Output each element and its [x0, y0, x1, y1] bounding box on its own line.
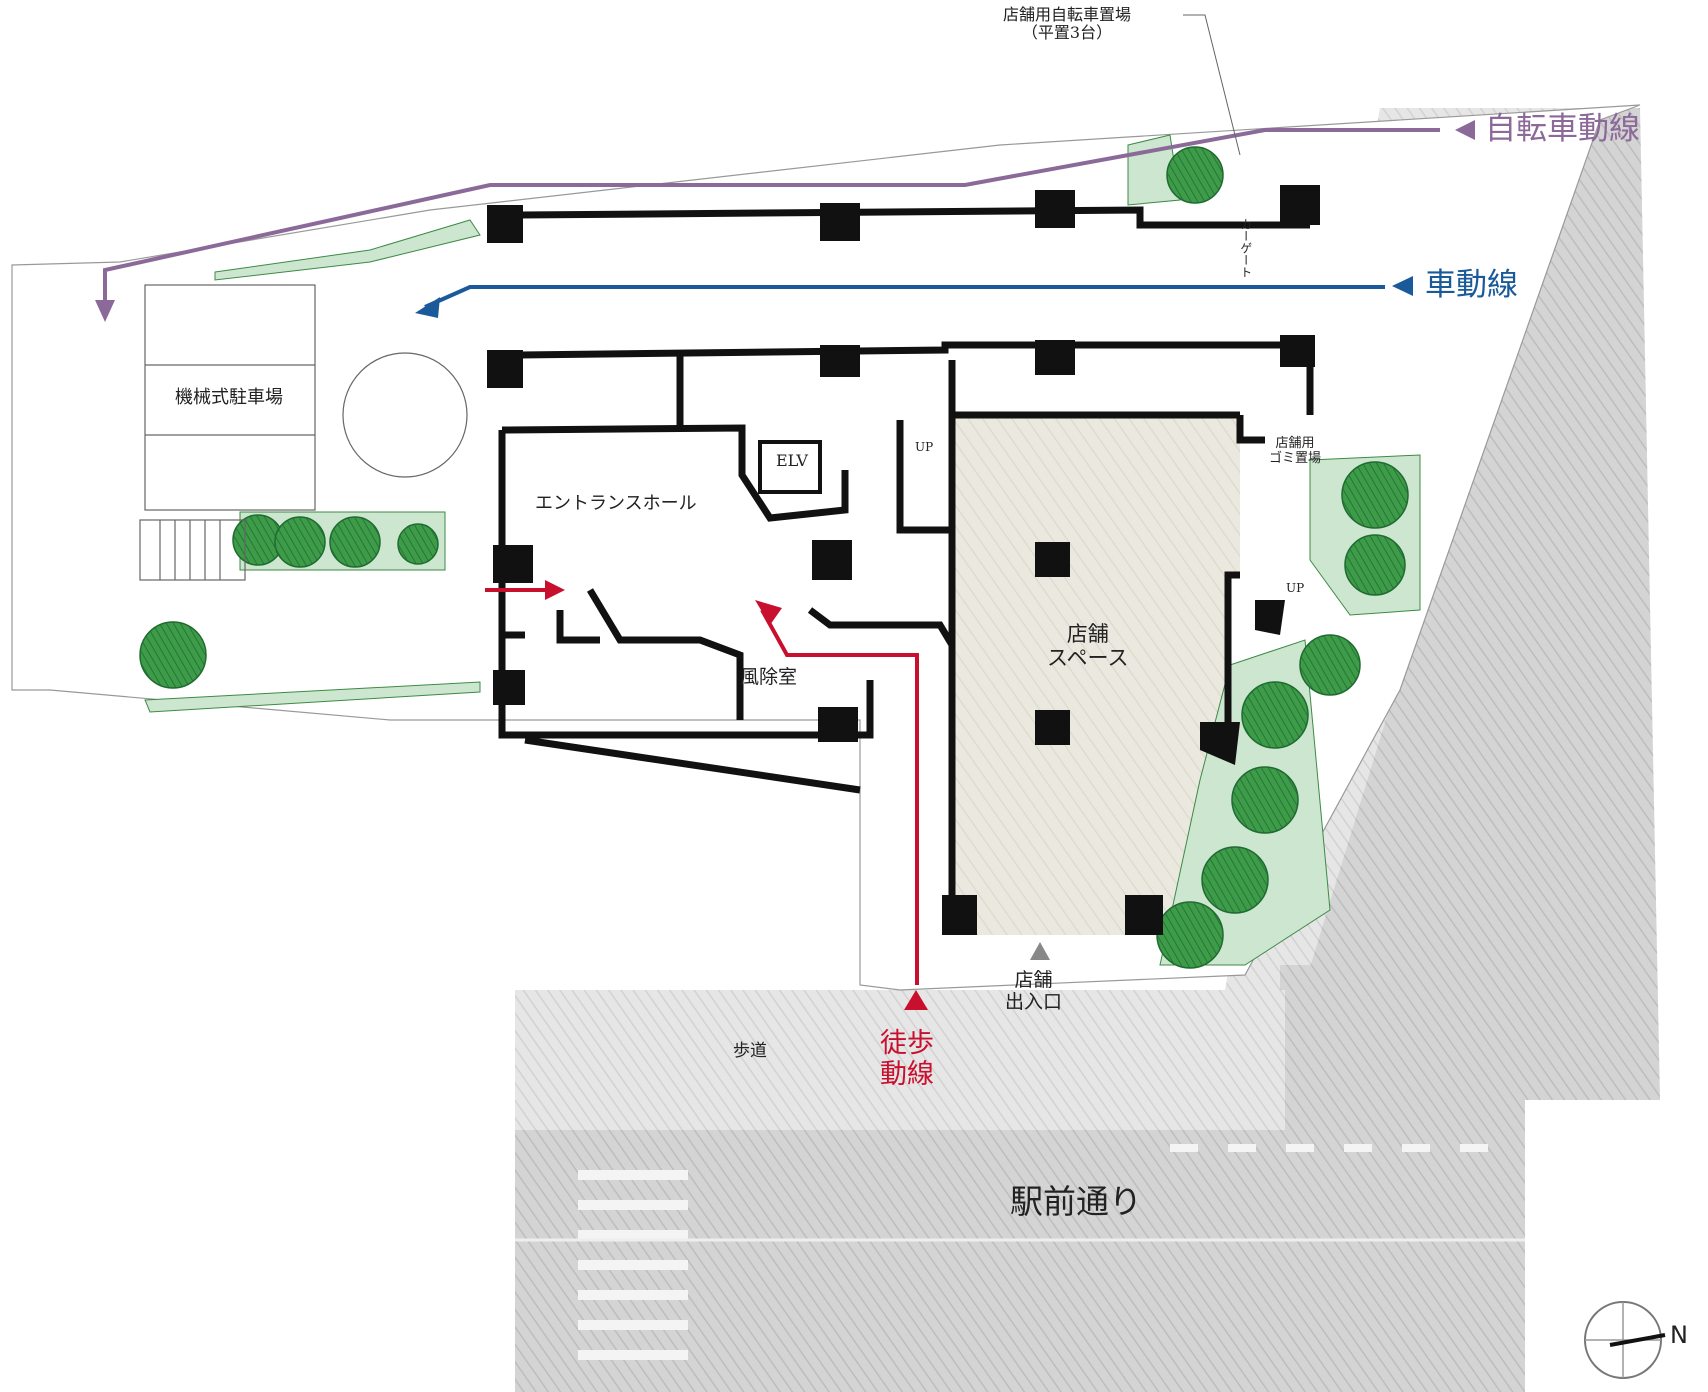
pedestrian-route-arrowhead-2	[545, 580, 565, 600]
car-route	[424, 285, 1385, 309]
shop-space-label-line2: スペース	[1047, 646, 1129, 671]
stairs-up-label-left: UP	[915, 440, 934, 454]
bicycle-route-arrowhead	[95, 300, 115, 322]
lane-markings	[578, 1144, 1488, 1360]
street-label: 駅前通り	[1010, 1182, 1142, 1221]
shop-entrance-label-line2: 出入口	[1005, 990, 1063, 1013]
pedestrian-route-legend: 徒歩 動線	[880, 1028, 934, 1090]
bike-parking-label-line2: （平置3台）	[1021, 23, 1113, 43]
shop-garbage-label: 店舗用 ゴミ置場	[1269, 436, 1322, 467]
shop-entrance-label-line1: 店舗	[1014, 969, 1053, 991]
car-gate-label: カーゲート	[1238, 218, 1253, 278]
shop-space-label-line1: 店舗	[1066, 622, 1109, 646]
shop-space-floor	[952, 415, 1240, 935]
car-route-arrowhead	[415, 297, 440, 318]
north-label: N	[1670, 1321, 1688, 1349]
shop-space-label: 店舗 スペース	[1047, 622, 1128, 670]
bike-parking-label: 店舗用自転車置場 （平置3台）	[1003, 5, 1132, 43]
bicycle-legend-marker	[1455, 120, 1475, 140]
trees	[139, 146, 1409, 969]
sidewalk-label: 歩道	[733, 1041, 767, 1061]
bike-parking-label-line1: 店舗用自転車置場	[1003, 5, 1132, 24]
car-legend-marker	[1392, 276, 1413, 296]
pedestrian-route-legend-line1: 徒歩	[880, 1028, 934, 1059]
pedestrian-route-legend-line2: 動線	[880, 1059, 934, 1091]
shop-garbage-label-line1: 店舗用	[1275, 436, 1315, 451]
structural-columns	[487, 185, 1320, 935]
pedestrian-legend-marker	[904, 990, 928, 1010]
north-compass	[1584, 1301, 1666, 1379]
shop-entrance-label: 店舗 出入口	[1005, 969, 1063, 1014]
bike-parking-leader	[1183, 14, 1241, 156]
car-route-legend: 車動線	[1425, 267, 1518, 303]
mechanical-parking-label: 機械式駐車場	[175, 387, 283, 408]
windbreak-room-label: 風除室	[740, 666, 798, 688]
mechanical-parking	[139, 284, 468, 581]
stairs-up-label-right: UP	[1286, 581, 1305, 595]
pedestrian-route	[485, 588, 919, 985]
bicycle-route-legend: 自転車動線	[1485, 111, 1640, 147]
elevator-label: ELV	[776, 451, 808, 470]
shop-garbage-label-line2: ゴミ置場	[1269, 450, 1322, 466]
shop-entrance-marker	[1030, 942, 1050, 960]
bicycle-route	[103, 128, 1440, 310]
entrance-hall-label: エントランスホール	[535, 493, 697, 514]
elevator-box	[758, 440, 822, 494]
pedestrian-route-arrowhead-1	[755, 600, 782, 625]
